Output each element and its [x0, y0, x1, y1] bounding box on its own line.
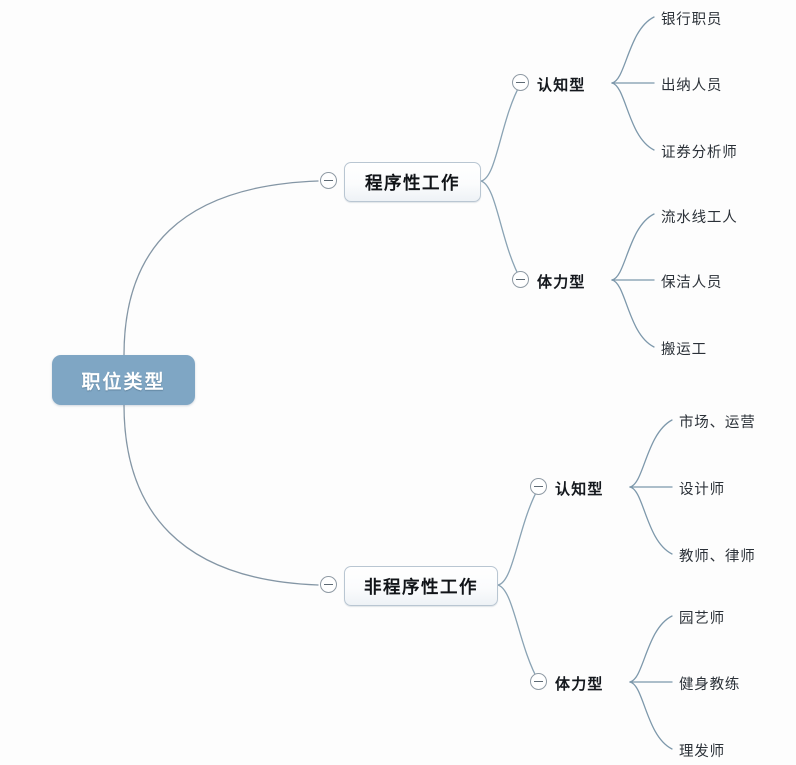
leaf-node-banker[interactable]: 银行职员	[661, 8, 722, 29]
collapse-toggle-procedural-physical[interactable]	[512, 271, 529, 288]
edge-leaf-porter	[611, 279, 655, 348]
leaf-node-securities-analyst[interactable]: 证券分析师	[661, 141, 738, 162]
leaf-node-porter-label: 搬运工	[661, 342, 707, 358]
leaf-node-assembly-line-worker-label: 流水线工人	[661, 210, 738, 226]
edge-root-to-procedural	[123, 180, 319, 356]
sub-node-nonprocedural-cognitive[interactable]: 认知型	[555, 478, 604, 499]
leaf-node-barber[interactable]: 理发师	[679, 740, 725, 761]
edge-nonprocedural-to-physical	[497, 584, 540, 683]
leaf-node-cleaner[interactable]: 保洁人员	[661, 271, 722, 292]
sub-node-procedural-physical-label: 体力型	[537, 273, 586, 291]
sub-node-nonprocedural-physical-label: 体力型	[555, 675, 604, 693]
leaf-node-marketing-operations[interactable]: 市场、运营	[679, 411, 756, 432]
edge-leaf-marketing	[629, 419, 673, 488]
leaf-node-assembly-line-worker[interactable]: 流水线工人	[661, 206, 738, 227]
branch-node-procedural-label: 程序性工作	[365, 173, 460, 194]
sub-node-procedural-cognitive[interactable]: 认知型	[537, 74, 586, 95]
collapse-toggle-procedural-cognitive[interactable]	[512, 74, 529, 91]
edge-leaf-assembly-worker	[611, 213, 655, 281]
edge-leaf-teacher-lawyer	[629, 486, 673, 555]
leaf-node-securities-analyst-label: 证券分析师	[661, 145, 738, 161]
leaf-node-gardener[interactable]: 园艺师	[679, 607, 725, 628]
collapse-toggle-nonprocedural[interactable]	[320, 576, 337, 593]
leaf-node-designer[interactable]: 设计师	[679, 478, 725, 499]
leaf-node-marketing-operations-label: 市场、运营	[679, 415, 756, 431]
sub-node-nonprocedural-cognitive-label: 认知型	[555, 480, 604, 498]
edge-root-to-nonprocedural	[123, 404, 319, 586]
branch-node-nonprocedural[interactable]: 非程序性工作	[344, 566, 498, 606]
leaf-node-gardener-label: 园艺师	[679, 611, 725, 627]
root-node-label: 职位类型	[81, 370, 166, 393]
leaf-node-teacher-lawyer-label: 教师、律师	[679, 549, 756, 565]
collapse-toggle-nonprocedural-physical[interactable]	[530, 673, 547, 690]
leaf-node-fitness-trainer-label: 健身教练	[679, 677, 741, 693]
leaf-node-cashier-label: 出纳人员	[661, 78, 723, 94]
edge-nonprocedural-to-cognitive	[497, 486, 540, 586]
collapse-toggle-procedural[interactable]	[320, 172, 337, 189]
leaf-node-designer-label: 设计师	[679, 482, 725, 498]
sub-node-procedural-cognitive-label: 认知型	[537, 76, 586, 94]
edge-leaf-gardener	[629, 615, 673, 683]
sub-node-nonprocedural-physical[interactable]: 体力型	[555, 673, 604, 694]
branch-node-procedural[interactable]: 程序性工作	[344, 162, 481, 202]
leaf-node-cleaner-label: 保洁人员	[661, 275, 723, 291]
edge-procedural-to-physical	[480, 180, 522, 281]
branch-node-nonprocedural-label: 非程序性工作	[364, 577, 478, 598]
edge-leaf-analyst	[611, 82, 655, 151]
leaf-node-barber-label: 理发师	[679, 744, 725, 760]
edge-leaf-banker	[611, 16, 655, 84]
leaf-node-fitness-trainer[interactable]: 健身教练	[679, 673, 740, 694]
collapse-toggle-nonprocedural-cognitive[interactable]	[530, 478, 547, 495]
leaf-node-teacher-lawyer[interactable]: 教师、律师	[679, 545, 756, 566]
root-node[interactable]: 职位类型	[52, 355, 195, 405]
sub-node-procedural-physical[interactable]: 体力型	[537, 271, 586, 292]
leaf-node-banker-label: 银行职员	[661, 12, 723, 28]
leaf-node-porter[interactable]: 搬运工	[661, 338, 707, 359]
leaf-node-cashier[interactable]: 出纳人员	[661, 74, 722, 95]
edge-procedural-to-cognitive	[480, 82, 522, 182]
edge-leaf-barber	[629, 681, 673, 750]
